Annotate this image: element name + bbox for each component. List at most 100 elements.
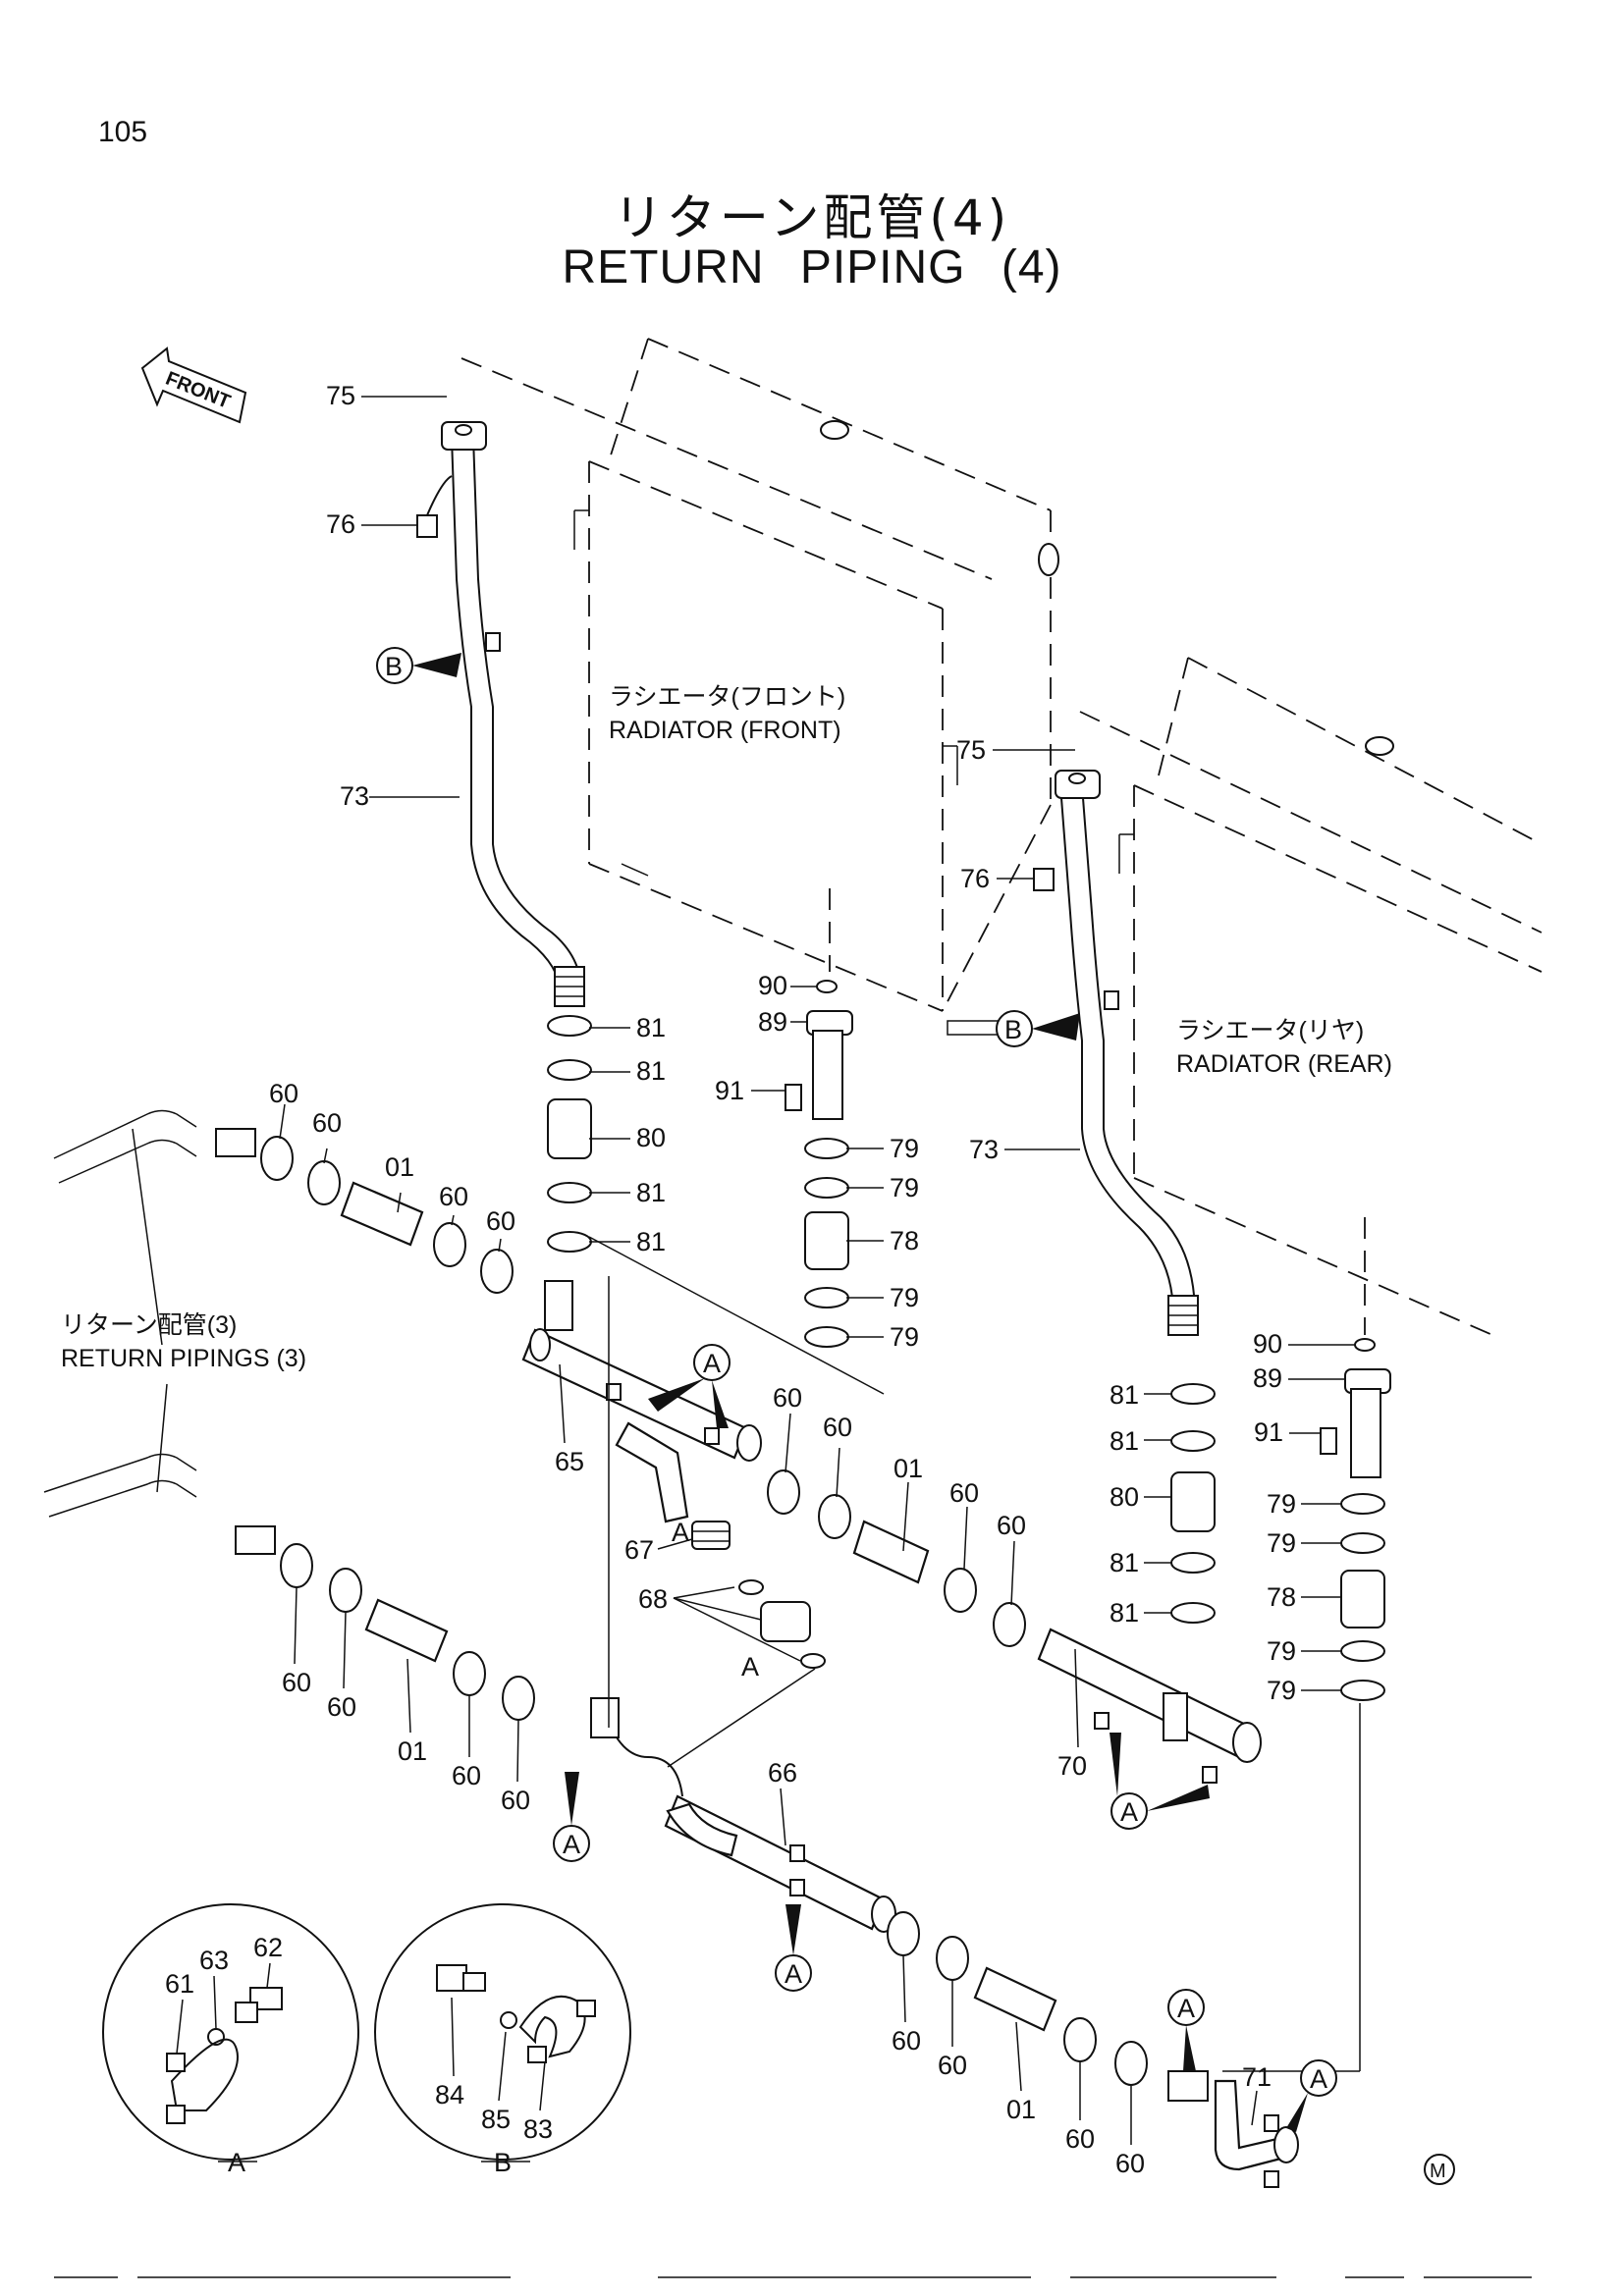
return-pipe-73-front (416, 421, 585, 1007)
elbow-71 (1167, 2070, 1299, 2188)
part-label: 01 (893, 1454, 923, 1483)
part-label: 81 (1110, 1548, 1139, 1577)
part-label: 79 (890, 1283, 919, 1312)
center-pipe-stack (588, 888, 885, 1728)
part-label: 78 (1267, 1582, 1296, 1612)
callout-a-upper: A (648, 1344, 731, 1428)
page-title: RETURN PIPING (4) (562, 241, 1062, 294)
right-pipe-stack (1170, 1217, 1391, 2072)
svg-text:83: 83 (523, 2114, 553, 2144)
part-label: 60 (938, 2051, 967, 2080)
part-label: 60 (823, 1413, 852, 1442)
svg-text:A: A (563, 1830, 580, 1859)
callout-a-lower-left: A (553, 1772, 590, 1862)
page-title-japanese: リターン配管(4) (613, 189, 1011, 246)
detail-b: 84 85 83 B (374, 1903, 631, 2177)
part-label: 91 (715, 1076, 744, 1105)
callout-b-front: B (376, 647, 461, 684)
part-label: 65 (555, 1447, 584, 1476)
part-label: 81 (636, 1056, 666, 1086)
svg-text:B: B (385, 652, 403, 681)
part-label: 80 (1110, 1482, 1139, 1512)
part-label: A (741, 1652, 759, 1682)
radiator-front-label-jp: ラシエータ(フロント) (609, 683, 845, 711)
part-label: 60 (282, 1668, 311, 1697)
svg-text:A: A (785, 1959, 802, 1989)
manifold-65 (521, 1280, 762, 1523)
part-label: 76 (326, 509, 355, 539)
part-label: 71 (1242, 2062, 1272, 2092)
svg-text:A: A (1310, 2064, 1327, 2094)
part-label: A (672, 1518, 689, 1547)
svg-text:A: A (703, 1349, 721, 1378)
part-label: 89 (1253, 1363, 1282, 1393)
leader-lines (279, 396, 1355, 2145)
return-pipe-73-rear (1033, 770, 1199, 1336)
part-label: 60 (312, 1108, 342, 1138)
radiator-rear-label-en: RADIATOR (REAR) (1176, 1050, 1392, 1078)
radiator-front (460, 338, 1059, 1036)
part-label: 60 (269, 1079, 298, 1108)
part-label: 60 (773, 1383, 802, 1413)
part-label: 79 (1267, 1636, 1296, 1666)
part-label: 73 (969, 1135, 999, 1164)
part-label: 81 (1110, 1598, 1139, 1628)
part-label: 81 (636, 1227, 666, 1256)
manifold-66 (590, 1697, 896, 1933)
part-label: 68 (638, 1584, 668, 1614)
part-label: 60 (327, 1692, 356, 1722)
radiator-rear-label-jp: ラシエータ(リヤ) (1176, 1017, 1364, 1044)
callout-a-right: A (1110, 1733, 1210, 1830)
hose-clamps (215, 1128, 1148, 2086)
part-label: 70 (1057, 1751, 1087, 1781)
part-label: 89 (758, 1007, 787, 1037)
radiator-rear (1079, 657, 1543, 1336)
svg-text:61: 61 (165, 1969, 194, 1999)
part-label: 78 (890, 1226, 919, 1255)
radiator-front-label-en: RADIATOR (FRONT) (609, 717, 841, 744)
front-arrow-label: FRONT (162, 368, 233, 413)
part-label: 81 (636, 1013, 666, 1042)
svg-text:63: 63 (199, 1946, 229, 1975)
part-label: 60 (892, 2026, 921, 2056)
part-label: 81 (1110, 1426, 1139, 1456)
part-label: 60 (949, 1478, 979, 1508)
detail-b-caption: B (494, 2148, 512, 2177)
footer-mark: M (1424, 2154, 1455, 2185)
svg-text:A: A (1120, 1797, 1138, 1827)
svg-text:B: B (1004, 1015, 1022, 1044)
part-label: 75 (956, 735, 986, 765)
part-label: 80 (636, 1123, 666, 1152)
part-label: 73 (340, 781, 369, 811)
parts-67-68 (667, 1521, 826, 1768)
part-label: 79 (890, 1322, 919, 1352)
part-label: 91 (1254, 1417, 1283, 1447)
part-label: 66 (768, 1758, 797, 1788)
part-label: 75 (326, 381, 355, 410)
part-label: 01 (1006, 2095, 1036, 2124)
callout-markers: B B A A A A (376, 647, 1337, 2132)
part-label: 60 (501, 1786, 530, 1815)
part-label: 79 (890, 1173, 919, 1202)
part-label: 79 (1267, 1528, 1296, 1558)
part-label: 60 (1115, 2149, 1145, 2178)
detail-a: 61 63 62 A (102, 1903, 359, 2177)
part-label: 81 (1110, 1380, 1139, 1410)
svg-text:M: M (1430, 2161, 1446, 2182)
part-label: 79 (890, 1134, 919, 1163)
callout-a-bottom-2: A (1286, 2059, 1337, 2132)
svg-text:85: 85 (481, 2105, 511, 2134)
return-pipings-label-jp: リターン配管(3) (61, 1311, 237, 1339)
page-number: 105 (98, 116, 148, 148)
svg-text:A: A (1177, 1994, 1195, 2023)
part-label: 01 (398, 1736, 427, 1766)
front-arrow-icon: FRONT (140, 347, 247, 424)
part-label: 79 (1267, 1489, 1296, 1519)
front-hose-stack (547, 1015, 592, 1253)
part-label: 60 (1065, 2124, 1095, 2154)
part-label: 01 (385, 1152, 414, 1182)
manifold-70 (1037, 1628, 1262, 1784)
callout-a-bottom-1: A (1167, 1989, 1205, 2071)
callout-b-rear: B (996, 1010, 1080, 1047)
